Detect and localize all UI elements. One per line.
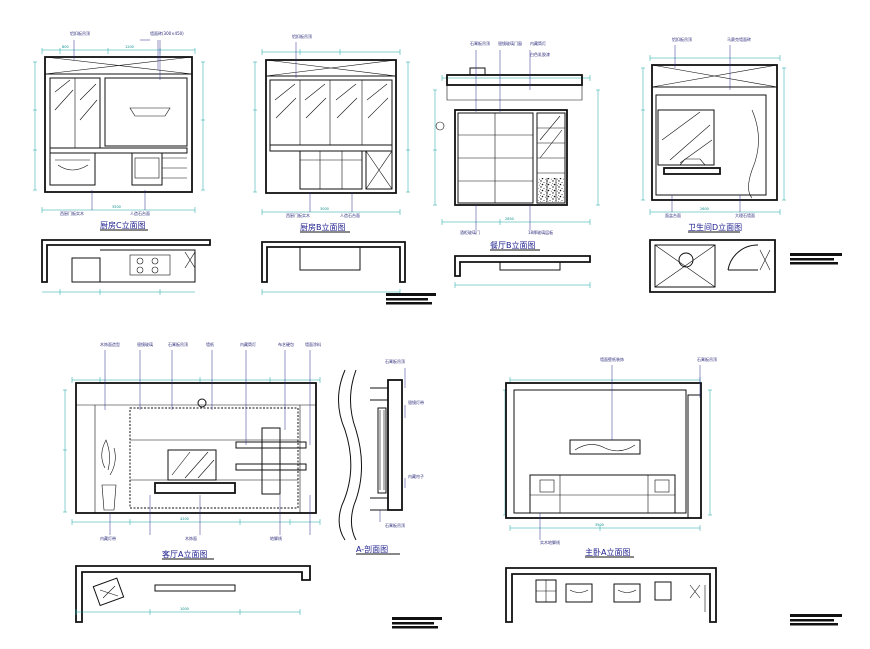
dim: 800	[62, 45, 69, 49]
note-vanity: 面盆台面	[665, 212, 681, 218]
note-cabinet: 西厨门板实木	[60, 210, 84, 216]
note-1: 木饰面造型	[100, 341, 120, 347]
dimension-lines	[33, 48, 205, 213]
dim: 2600	[700, 207, 709, 211]
note-ceiling: 石膏板吊顶	[470, 40, 490, 46]
dim: 4200	[180, 517, 189, 521]
title-dining-b: 餐厅B立面图	[490, 240, 536, 250]
note-glass-shelf: 18厚玻璃层板	[528, 229, 553, 235]
note-2: 银镜灯带	[408, 399, 424, 405]
note-cabinet: 西厨门板实木	[286, 212, 310, 218]
note-mosaic: 马赛克墙面砖	[727, 36, 751, 42]
dim: 2850	[505, 217, 514, 221]
living-a-elevation: 木饰面造型 银镜玻璃 石膏板吊顶 墙纸 内藏筒灯 布艺硬包 墙面涂料 内藏灯带 …	[63, 341, 442, 629]
note-ceiling: 铝扣板吊顶	[70, 30, 90, 36]
note-ceiling: 石膏板吊顶	[697, 356, 717, 362]
note-countertop: 人造石台面	[340, 212, 360, 218]
note-marble: 大理石墙面	[735, 212, 755, 218]
title-kitchen-c: 厨房C立面图	[100, 220, 146, 230]
dimension-texts: 800 1200 3500 3000 2850 2600 4200 3500 1…	[62, 45, 709, 611]
kitchen-b-elevation: 铝扣板吊顶 西厨门板实木 人造石台面 厨房B立面图	[253, 33, 436, 305]
note-2: 银镜玻璃	[137, 341, 153, 347]
dim: 1200	[125, 45, 134, 49]
note-mirror: 银镜玻璃门窗	[498, 40, 522, 46]
note-skirting: 实木地脚线	[540, 539, 560, 545]
dim: 3500	[595, 523, 604, 527]
note-4: 墙纸	[206, 341, 214, 347]
title-bathroom-d: 卫生间D立面图	[688, 222, 742, 232]
title-master-a: 主卧A立面图	[585, 547, 630, 557]
note-countertop: 人造石台面	[130, 210, 150, 216]
master-a-elevation: 墙面壁纸装饰 石膏板吊顶 实木地脚线 主卧A立面图	[503, 356, 842, 626]
note-4: 石膏板吊顶	[385, 522, 405, 528]
note-10: 地脚线	[270, 535, 282, 541]
kitchen-c-elevation: 铝扣板吊顶 墙面砖(300×450) 西厨门板实木 人造石台面 厨房C立面图	[33, 30, 211, 295]
note-3: 石膏板吊顶	[168, 341, 188, 347]
note-7: 墙面涂料	[305, 341, 321, 347]
note-wall-tile: 墙面砖(300×450)	[150, 30, 184, 36]
note-5: 内藏筒灯	[240, 341, 256, 347]
dim: 3500	[112, 205, 121, 209]
note-wallpaper: 墙面壁纸装饰	[600, 356, 624, 362]
section-a: 石膏板吊顶 银镜灯带 内藏帘子 石膏板吊顶 A-剖面图	[338, 358, 424, 555]
note-9: 木饰面	[185, 535, 197, 541]
note-1: 石膏板吊顶	[385, 358, 405, 364]
title-kitchen-b: 厨房B立面图	[300, 222, 346, 232]
note-paint: 白色乳胶漆	[530, 51, 550, 57]
note-8: 内藏灯带	[100, 535, 116, 541]
bathroom-d-elevation: 铝扣板吊顶 马赛克墙面砖 面盆台面 大理石墙面 卫生间D立面图	[641, 36, 842, 293]
dim: 3000	[320, 207, 329, 211]
title-living-a: 客厅A立面图	[162, 549, 207, 559]
note-3: 内藏帘子	[408, 473, 424, 479]
note-downlight: 内藏筒灯	[530, 40, 546, 46]
note-cabinet-door: 酒柜玻璃门	[460, 229, 480, 235]
leader-lines	[73, 39, 161, 210]
dim: 1000	[180, 607, 189, 611]
dining-b-elevation: 石膏板吊顶 银镜玻璃门窗 内藏筒灯 白色乳胶漆 酒柜玻璃门 18厚玻璃层板 餐厅…	[433, 40, 600, 288]
title-section-a: A-剖面图	[356, 544, 388, 554]
note-ceiling: 铝扣板吊顶	[292, 33, 312, 39]
note-6: 布艺硬包	[278, 341, 294, 347]
note-ceiling: 铝扣板吊顶	[672, 36, 692, 42]
